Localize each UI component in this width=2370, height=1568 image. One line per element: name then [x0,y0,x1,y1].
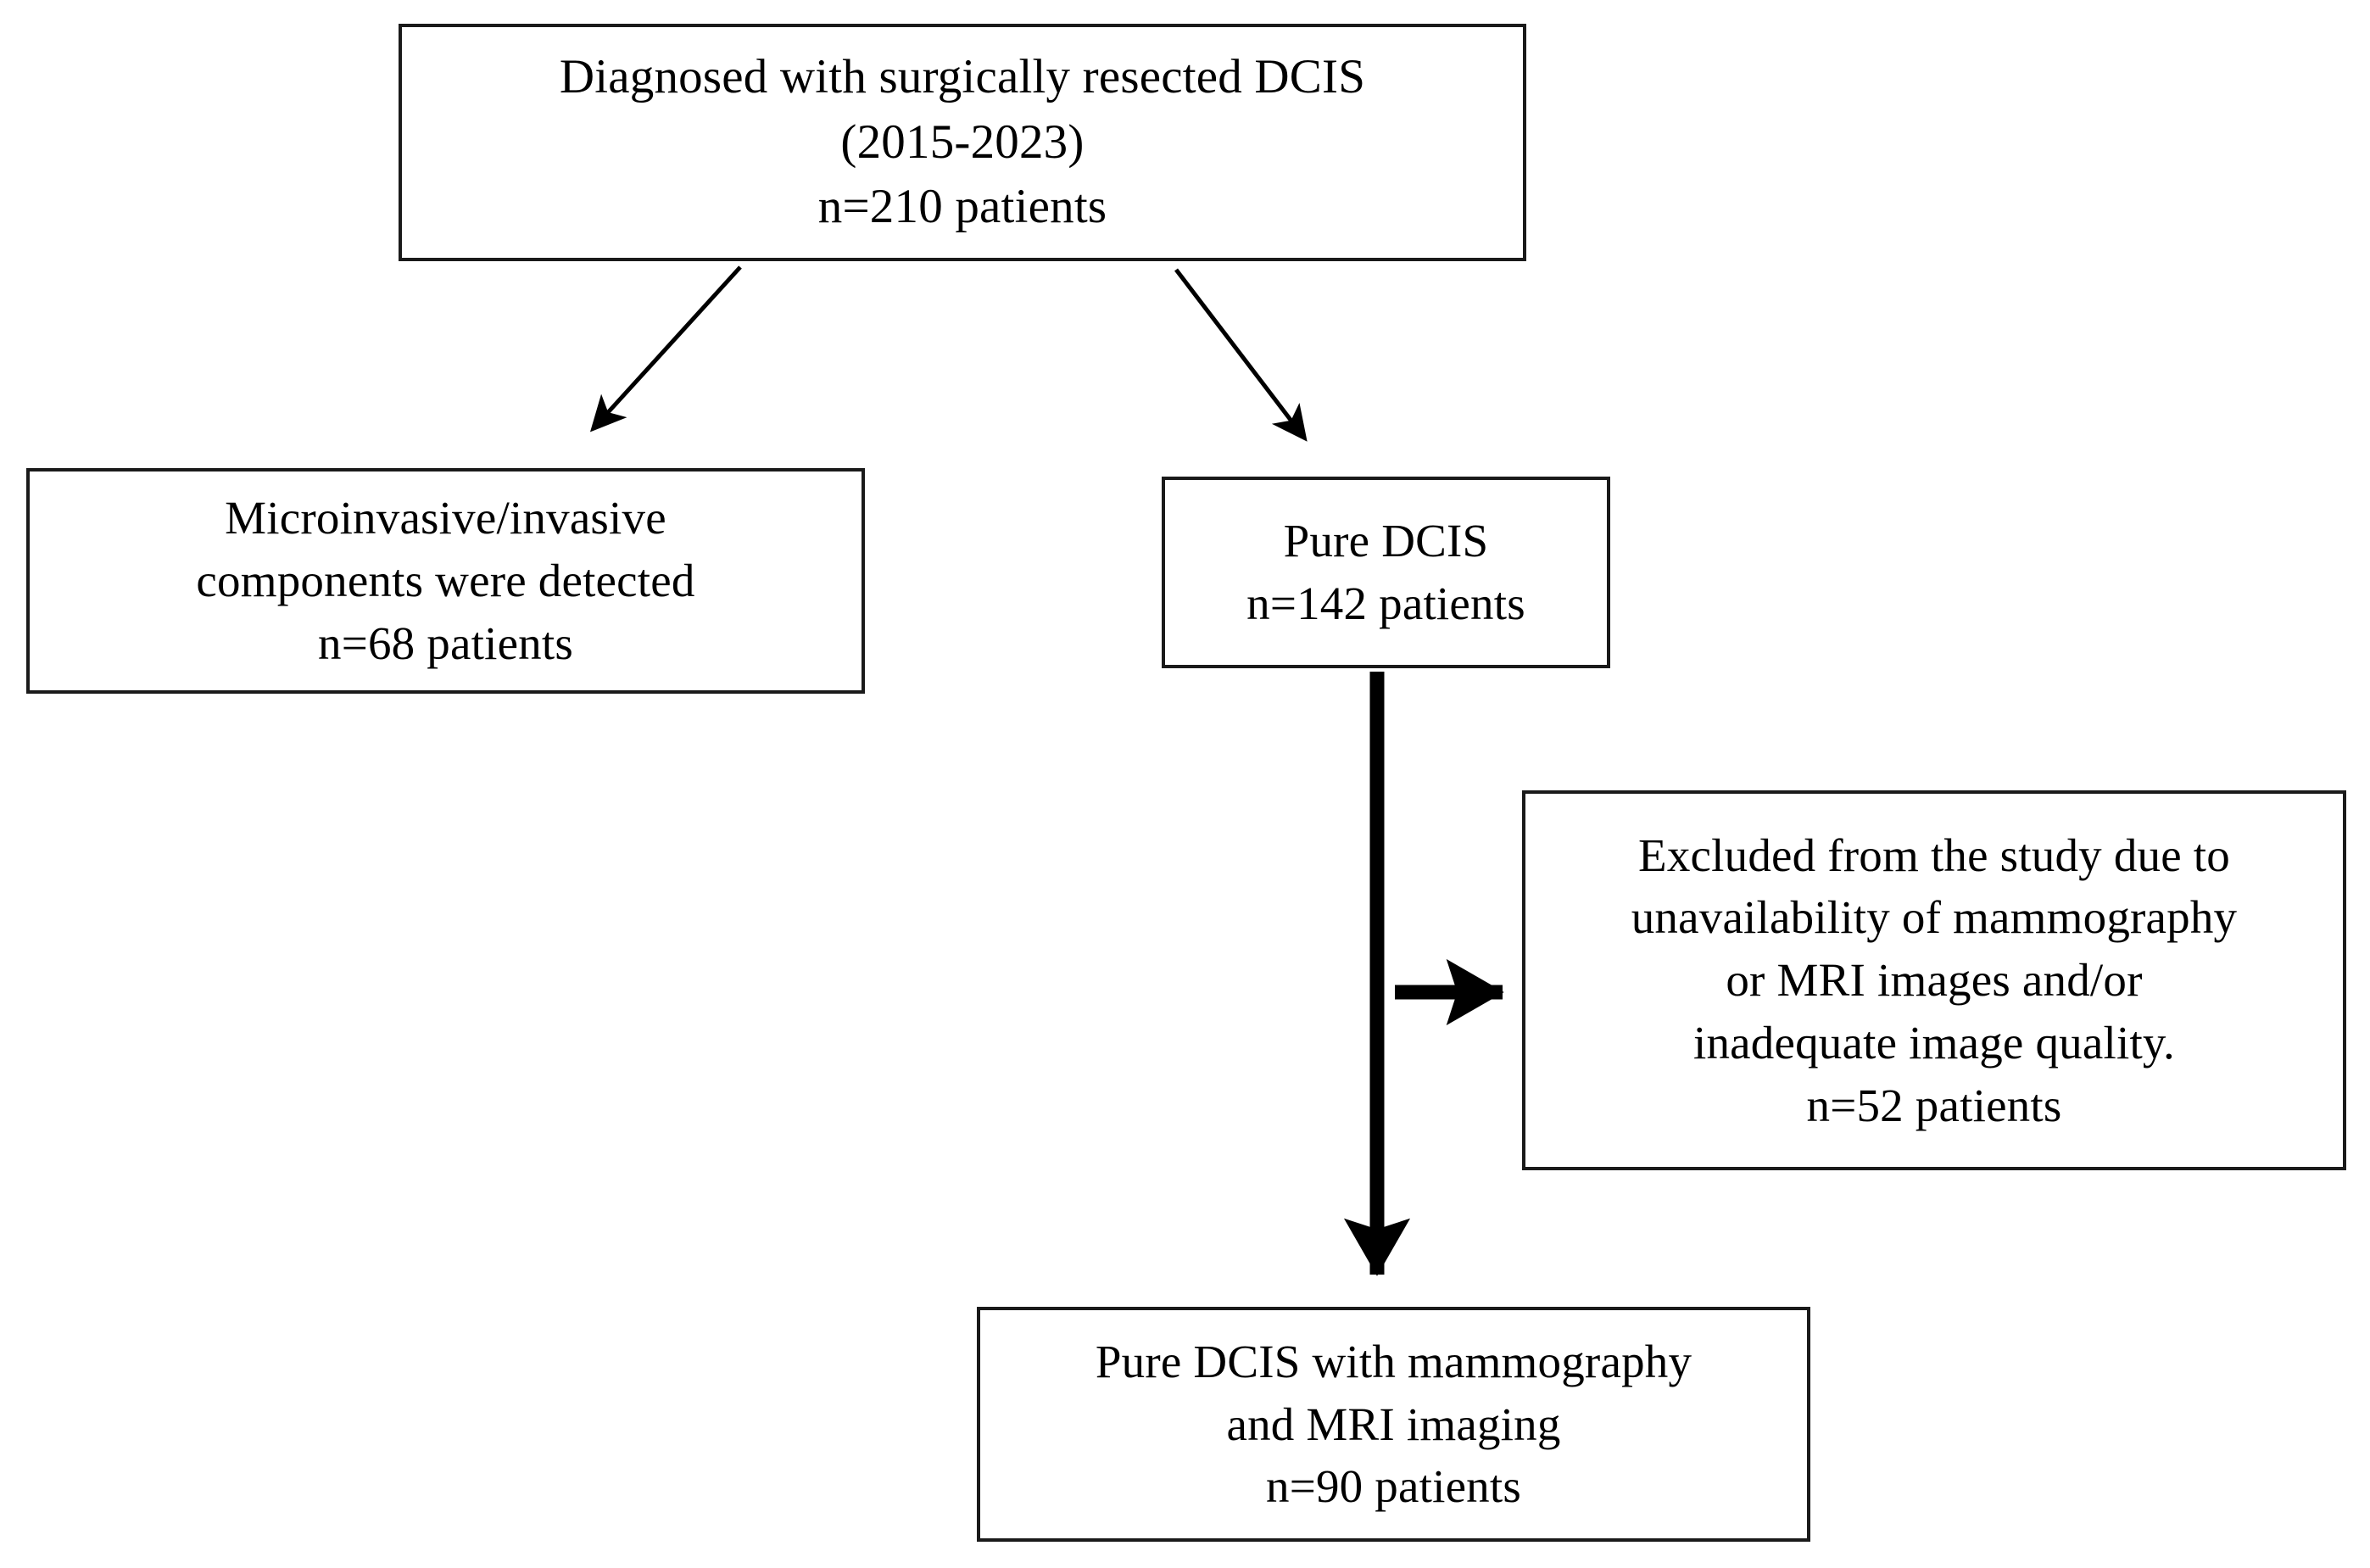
edge-top-to-invasive [589,265,742,432]
node-line: unavailability of mammography [1631,891,2238,944]
node-line: components were detected [196,555,695,607]
node-line: Pure DCIS with mammography [1095,1335,1692,1387]
node-pure-dcis-with-imaging: Pure DCIS with mammography and MRI imagi… [977,1307,1810,1542]
node-microinvasive-invasive: Microinvasive/invasive components were d… [26,468,865,694]
node-line: Microinvasive/invasive [225,492,666,544]
edge-top-to-pure [1174,268,1308,442]
node-count-label: n=90 patients [1266,1460,1521,1513]
node-count-label: n=210 patients [817,180,1107,234]
node-line: Diagnosed with surgically resected DCIS [559,50,1366,104]
node-line: and MRI imaging [1226,1398,1561,1450]
node-count-label: n=52 patients [1806,1079,2062,1131]
node-line: Pure DCIS [1283,515,1489,567]
node-line: or MRI images and/or [1726,954,2143,1007]
node-count-label: n=68 patients [318,617,573,669]
node-line: inadequate image quality. [1692,1016,2176,1069]
node-line: (2015-2023) [840,114,1085,169]
node-line: Excluded from the study due to [1638,829,2230,881]
node-pure-dcis: Pure DCIS n=142 patients [1162,477,1610,668]
node-count-label: n=142 patients [1246,578,1525,629]
node-diagnosed-dcis: Diagnosed with surgically resected DCIS … [399,24,1526,261]
node-excluded-from-study: Excluded from the study due to unavailab… [1522,790,2346,1170]
